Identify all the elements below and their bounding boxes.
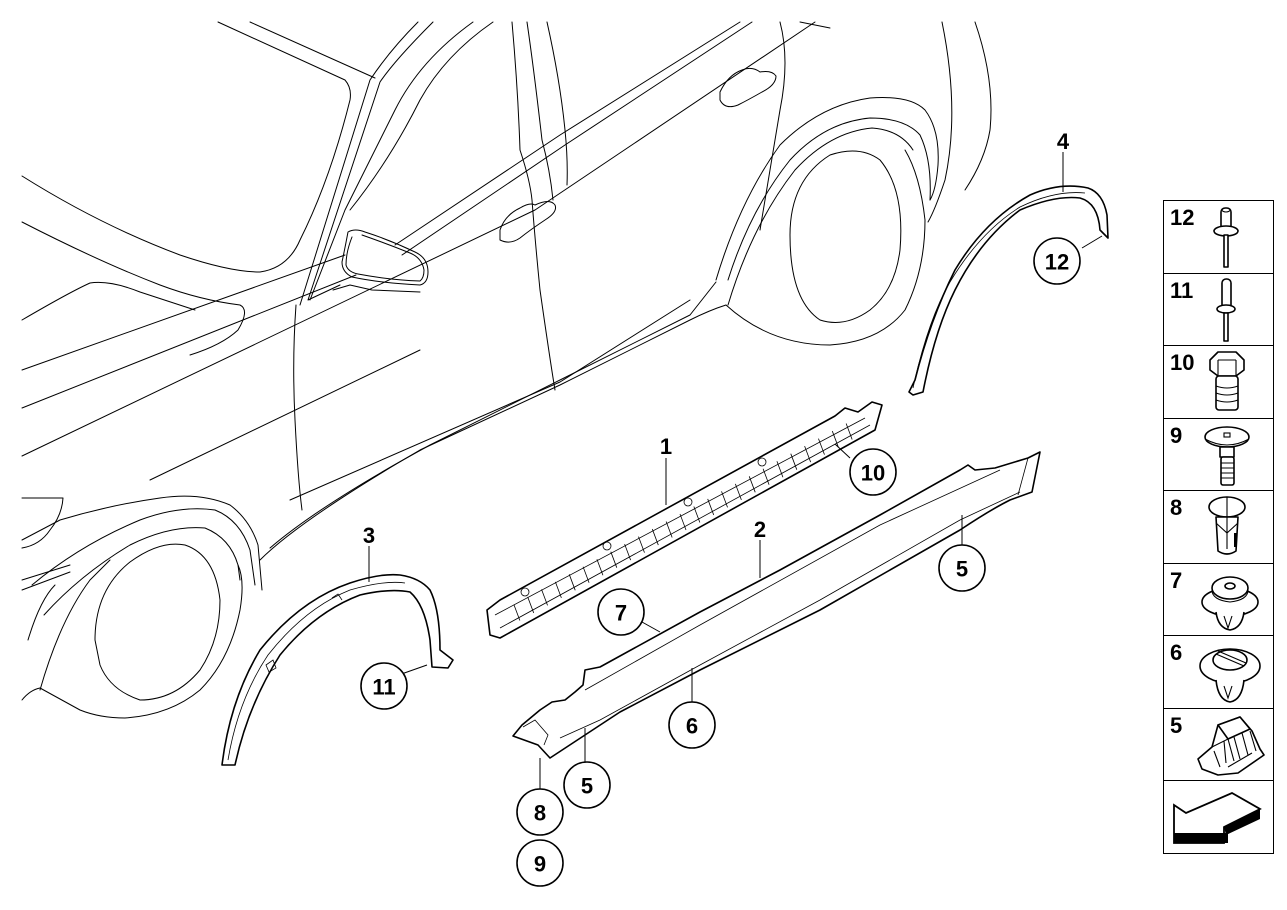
expanding-rivet-icon	[1194, 493, 1270, 561]
callout-5-front[interactable]: 5	[563, 761, 611, 809]
callout-7[interactable]: 7	[597, 588, 645, 636]
legend-item-11[interactable]: 11	[1164, 274, 1273, 346]
rail-rib	[707, 498, 715, 516]
part-4-rear-wheel-arch[interactable]	[908, 185, 1109, 396]
part-2-side-skirt[interactable]	[512, 451, 1041, 759]
legend-item-10[interactable]: 10	[1164, 346, 1273, 419]
callout-9[interactable]: 9	[516, 839, 564, 887]
rail-rib	[582, 566, 590, 583]
callout-6[interactable]: 6	[668, 701, 716, 749]
legend-number: 12	[1170, 205, 1195, 230]
rail-rib	[748, 476, 756, 493]
part-3-front-wheel-arch[interactable]	[221, 573, 454, 766]
part-label-3: 3	[363, 523, 375, 548]
clip-holder-icon	[1194, 711, 1270, 779]
part-label-4: 4	[1057, 129, 1070, 154]
part-label-1: 1	[660, 434, 672, 459]
slotted-clip-icon	[1194, 638, 1270, 706]
callout-12[interactable]: 12	[1033, 237, 1081, 285]
legend-item-7[interactable]: 7	[1164, 564, 1273, 636]
svg-text:10: 10	[861, 461, 885, 486]
svg-text:7: 7	[615, 601, 627, 626]
legend-number: 5	[1170, 712, 1183, 738]
svg-text:9: 9	[534, 852, 546, 877]
vehicle-outline	[21, 21, 992, 719]
rail-rib	[845, 423, 853, 440]
svg-text:6: 6	[686, 714, 698, 739]
legend-number: 11	[1170, 277, 1194, 303]
legend-item-9[interactable]: 9	[1164, 419, 1273, 491]
rail-rib	[527, 596, 535, 614]
fastener-legend: 12 11 10 9 8 7 6	[1163, 200, 1274, 854]
rail-rib	[735, 483, 742, 500]
rail-rib	[568, 574, 576, 591]
blind-rivet-icon	[1194, 203, 1270, 271]
flat-head-screw-icon	[1194, 421, 1270, 489]
legend-item-12[interactable]: 12	[1164, 201, 1273, 274]
rail-rib	[513, 604, 521, 621]
rail-rib	[804, 446, 811, 463]
legend-number: 8	[1170, 495, 1183, 520]
rail-rib	[721, 491, 728, 508]
part-labels: 1 2 3 4	[363, 129, 1070, 548]
rail-rib	[818, 438, 825, 455]
rail-rib	[665, 521, 673, 538]
rail-rib	[555, 581, 562, 598]
back-navigation-button[interactable]	[1164, 781, 1273, 853]
rail-rib	[610, 551, 618, 568]
rail-rib	[624, 544, 631, 561]
callout-8[interactable]: 8	[516, 788, 564, 836]
legend-number: 7	[1170, 567, 1183, 593]
rail-rib	[651, 528, 659, 546]
legend-number: 10	[1170, 350, 1195, 375]
legend-item-5[interactable]: 5	[1164, 709, 1273, 781]
back-arrow-icon	[1168, 785, 1268, 849]
leader-lines	[368, 152, 1103, 793]
callout-11[interactable]: 11	[360, 662, 408, 710]
rail-rib	[790, 453, 798, 470]
rail-rib	[638, 536, 645, 553]
hex-bolt-icon	[1194, 348, 1270, 416]
push-clip-icon	[1194, 566, 1270, 634]
legend-number: 9	[1170, 422, 1183, 448]
part-label-2: 2	[754, 517, 766, 542]
part-1-sill-carrier[interactable]	[486, 401, 883, 639]
rail-rib	[541, 589, 548, 606]
callout-5-rear[interactable]: 5	[938, 544, 986, 592]
rail-rib	[831, 430, 839, 448]
svg-text:5: 5	[956, 557, 968, 582]
rail-rib	[776, 461, 784, 478]
svg-text:11: 11	[372, 675, 395, 700]
blind-rivet-icon	[1194, 276, 1270, 344]
rail-rib	[679, 513, 687, 531]
callouts: 10 12 11 7 5 6 5 8	[360, 237, 1081, 887]
rail-rib	[762, 468, 770, 485]
legend-item-6[interactable]: 6	[1164, 636, 1273, 709]
svg-text:12: 12	[1045, 250, 1069, 275]
rail-rib	[693, 506, 701, 523]
legend-item-8[interactable]: 8	[1164, 491, 1273, 564]
svg-text:8: 8	[534, 801, 546, 826]
rail-rib	[596, 559, 604, 576]
callout-10[interactable]: 10	[849, 448, 897, 496]
svg-text:5: 5	[581, 774, 593, 799]
legend-number: 6	[1170, 640, 1183, 665]
